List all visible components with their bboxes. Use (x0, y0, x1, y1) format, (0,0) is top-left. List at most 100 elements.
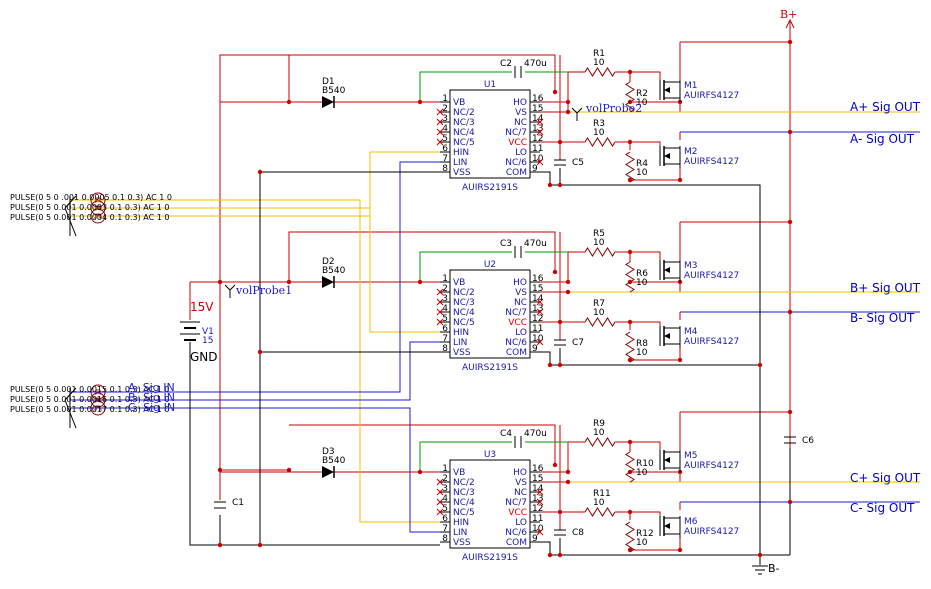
resistor-value-label: 10 (593, 128, 605, 138)
cap-ref-label: C2 (500, 59, 512, 69)
ic-pin-name: NC (514, 488, 527, 498)
ic-pin-number: 9 (532, 164, 538, 174)
no-connect-icon (536, 308, 544, 316)
ic-pin-name: NC/7 (505, 498, 527, 508)
resistor-ref-label: R2 (636, 89, 648, 99)
cap-ref-label: C7 (572, 338, 584, 348)
mosfet-part-label: AUIRFS4127 (684, 461, 739, 471)
no-connect-icon (436, 298, 444, 306)
pulse-waveform-icon (94, 205, 102, 211)
black-wires (69, 168, 791, 565)
junction-dot (417, 279, 423, 285)
capacitor-c6 (784, 436, 796, 444)
ic-pin-number: 8 (442, 164, 448, 174)
ic-pin-number: 13 (532, 124, 543, 134)
pulse-waveform-icon (94, 197, 102, 203)
no-connect-icon (436, 478, 444, 486)
ic-pin-name: VB (453, 278, 465, 288)
no-connect-icon (436, 308, 444, 316)
ic-pin-name: VCC (508, 138, 527, 148)
probe2-label: volProbe2 (586, 102, 643, 115)
ic-pin-name: COM (506, 168, 527, 178)
out-cplus: C+ Sig OUT (850, 471, 921, 485)
junction-dot (677, 547, 683, 553)
c6-label: C6 (802, 436, 815, 446)
ic-pin-number: 7 (442, 334, 448, 344)
resistor-value-label: 10 (593, 238, 605, 248)
junction-dot (677, 177, 683, 183)
cap-value-label: 470u (524, 429, 547, 439)
no-connect-icon (436, 118, 444, 126)
mosfet-ref-label: M3 (684, 261, 698, 271)
ic-pin-name: HIN (453, 518, 469, 528)
junction-dot (557, 509, 563, 515)
junction-dot (787, 409, 793, 415)
mosfet-ref-label: M1 (684, 81, 698, 91)
c1-label: C1 (232, 498, 245, 508)
pulse-source-symbol (90, 392, 106, 408)
ic-pin-name: LIN (453, 338, 467, 348)
junction-dot (217, 279, 223, 285)
vcc-capacitor: C7 (554, 338, 584, 348)
out-aminus: A- Sig OUT (850, 132, 915, 146)
ic-pin-number: 12 (532, 134, 543, 144)
v1-num-label: 15 (202, 336, 214, 346)
junction-dot (417, 469, 423, 475)
ic-pin-number: 3 (442, 294, 448, 304)
cap-ref-label: C4 (500, 429, 512, 439)
ic-pin-name: COM (506, 538, 527, 548)
junction-dot (286, 467, 292, 473)
resistor-ref-label: R7 (593, 299, 605, 309)
ic-pin-number: 10 (532, 524, 544, 534)
junction-dot (557, 182, 563, 188)
no-connect-icon (436, 498, 444, 506)
ic-pin-number: 16 (532, 274, 544, 284)
no-connect-icon (436, 138, 444, 146)
ic-pin-name: NC/5 (453, 318, 475, 328)
no-connect-icon (436, 288, 444, 296)
ic-pin-number: 5 (442, 504, 448, 514)
resistor-ref-label: R5 (593, 229, 605, 239)
ic-pin-name: NC (514, 118, 527, 128)
ic-pin-name: NC/2 (453, 478, 475, 488)
ic-ref-label: U2 (484, 260, 496, 270)
resistor-value-label: 10 (593, 498, 605, 508)
ic-pin-number: 5 (442, 134, 448, 144)
junction-dot (677, 357, 683, 363)
ic-part-label: AUIRS2191S (462, 183, 518, 193)
ic-pin-number: 10 (532, 334, 544, 344)
bplus-label: B+ (780, 8, 798, 21)
ic-pin-name: LIN (453, 528, 467, 538)
no-connect-icon (536, 338, 544, 346)
resistor-ref-label: R4 (636, 159, 648, 169)
ic-pin-number: 9 (532, 534, 538, 544)
ic-pin-number: 8 (442, 534, 448, 544)
mosfet-part-label: AUIRFS4127 (684, 271, 739, 281)
ic-pin-name: NC/7 (505, 308, 527, 318)
cap-ref-label: C3 (500, 239, 512, 249)
ic-pin-number: 16 (532, 464, 544, 474)
ic-pin-number: 15 (532, 104, 543, 114)
no-connect-icon (536, 298, 544, 306)
junction-dot (627, 249, 633, 255)
ic-pin-number: 1 (442, 94, 448, 104)
junction-dot (757, 362, 763, 368)
no-connect-icon (536, 498, 544, 506)
ic-pin-name: VSS (453, 538, 471, 548)
mosfet-ref-label: M2 (684, 147, 698, 157)
source-top-1: PULSE(0 5 0.001 0.0003 0.1 0.3) AC 1 0 (10, 203, 170, 212)
ic-pin-name: VS (515, 288, 527, 298)
resistor-value-label: 10 (593, 308, 605, 318)
ic-pin-number: 6 (442, 324, 448, 334)
ic-pin-name: HIN (453, 148, 469, 158)
